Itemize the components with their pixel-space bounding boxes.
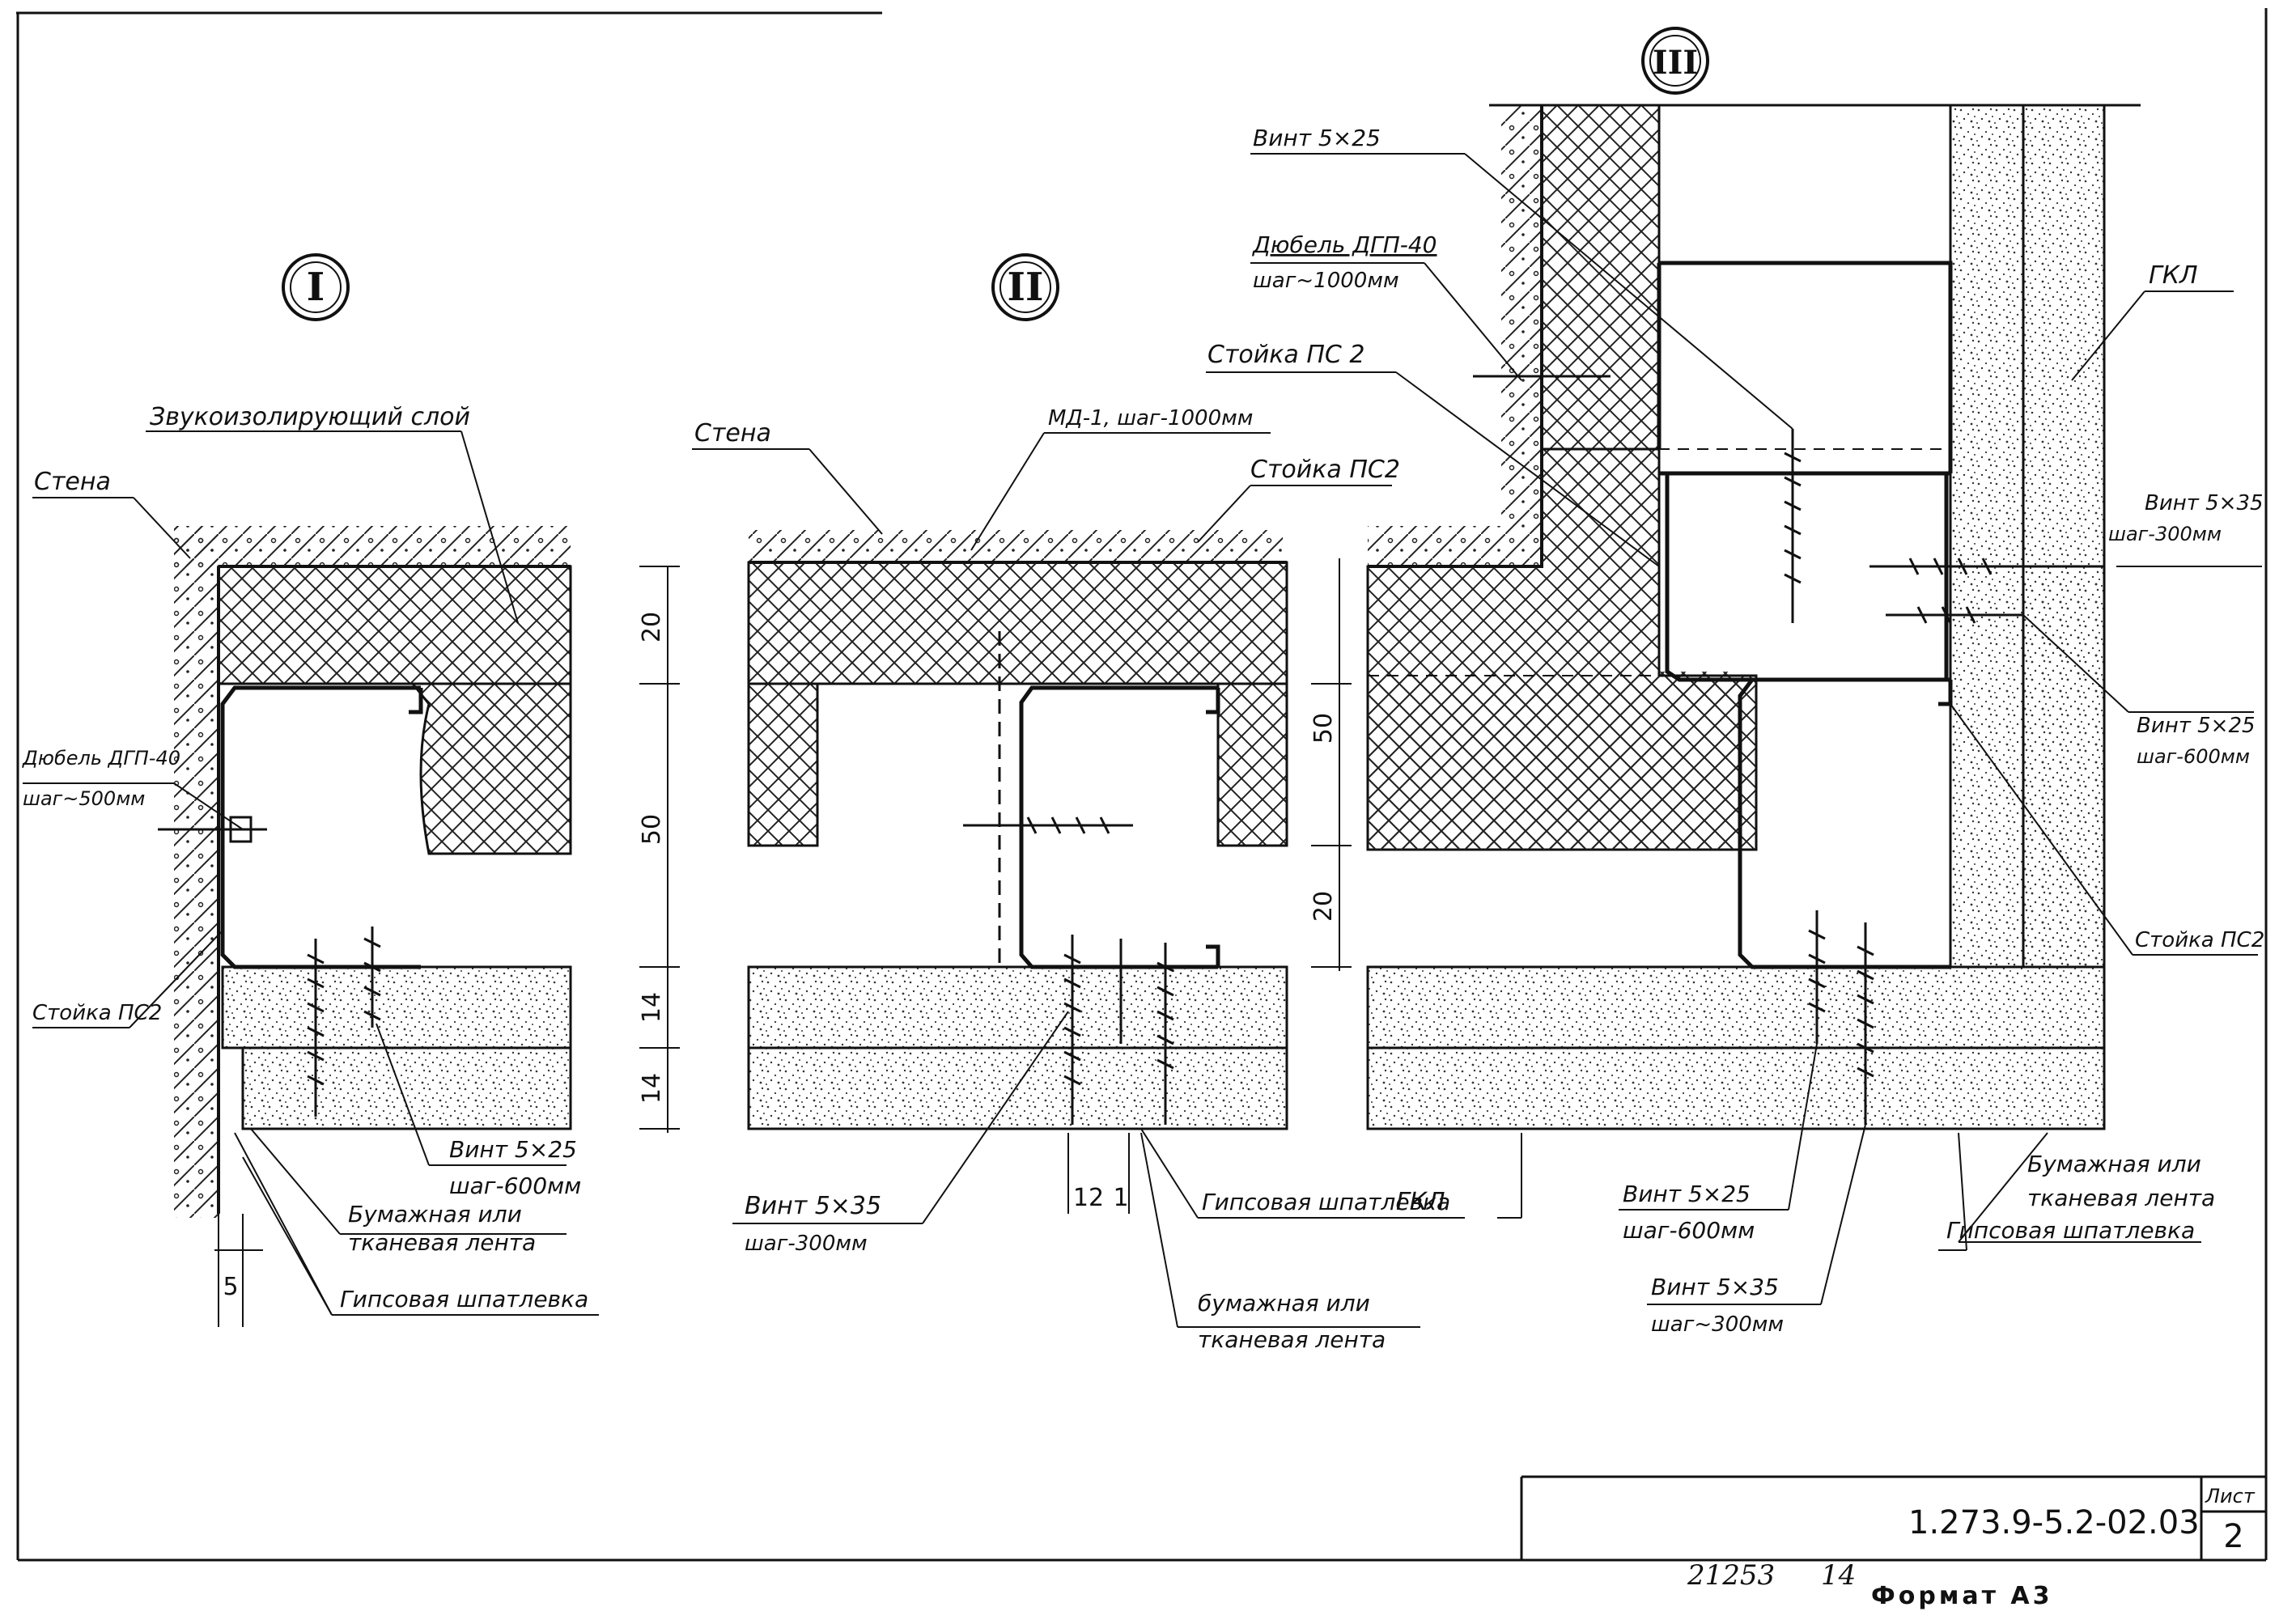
label-tape-1-a: Бумажная или — [348, 1201, 522, 1228]
screw-2a — [1063, 935, 1081, 1125]
board-3-vertical-a — [1949, 104, 2025, 969]
dim-1-50: 50 — [638, 814, 666, 845]
label-wall-1: Стена — [34, 468, 111, 496]
label-screw25-3-a: Винт 5×25 — [2137, 714, 2256, 738]
label-tape-2-b: тканевая лента — [1198, 1326, 1386, 1353]
label-screw-1-b: шаг-600мм — [449, 1172, 581, 1199]
screw-1b — [363, 926, 381, 1028]
label-screw35-3-b: шаг-300мм — [2108, 523, 2222, 545]
label-screw-2-b: шаг-300мм — [745, 1232, 868, 1256]
screw-2b — [1156, 943, 1174, 1125]
detail-3: III — [1206, 27, 2264, 1337]
label-tape-3-b: тканевая лента — [2027, 1185, 2215, 1211]
label-stud-1: Стойка ПС2 — [32, 1001, 162, 1025]
wall-hatch-3 — [1368, 105, 1542, 566]
screw-1a — [307, 939, 325, 1117]
label-dowel-1-b: шаг~500мм — [23, 787, 145, 810]
label-stud-3-top: Стойка ПС 2 — [1207, 341, 1364, 369]
format-label: Формат А3 — [1871, 1582, 2053, 1610]
label-tape-2-a: бумажная или — [1198, 1290, 1370, 1317]
dim-2-50: 50 — [1309, 713, 1338, 744]
insulation-1 — [217, 565, 572, 685]
stud-profile-3-top — [1657, 261, 1953, 682]
sheet-label: Лист — [2205, 1485, 2256, 1507]
detail-1-numeral: I — [307, 265, 325, 310]
detail-3-marker — [1641, 27, 1709, 95]
stud-profile-2 — [1019, 685, 1220, 969]
dim-1-14b: 14 — [638, 1073, 666, 1104]
stud-profile-1 — [220, 685, 423, 969]
label-tape-3-a: Бумажная или — [2027, 1151, 2201, 1177]
label-screw25-3-b: шаг-600мм — [2137, 745, 2250, 768]
label-screw35b-3-b: шаг~300мм — [1651, 1312, 1784, 1337]
detail-3-numeral: III — [1653, 44, 1698, 82]
label-dowel-1-a: Дюбель ДГП-40 — [22, 747, 180, 770]
sheet-frame — [16, 8, 2268, 1562]
document-code: 1.273.9-5.2-02.03 — [1908, 1504, 2200, 1541]
board-3b — [1366, 1046, 2106, 1130]
label-screw35b-3-a: Винт 5×35 — [1651, 1274, 1779, 1300]
screw-2-horizontal — [963, 816, 1133, 834]
wall-hatch-2 — [749, 530, 1283, 562]
detail-2: II 50 20 — [692, 253, 1465, 1353]
label-screw-3-top: Винт 5×25 — [1253, 125, 1381, 151]
screw-3-horizontal-b — [1886, 606, 2023, 624]
detail-2-numeral: II — [1008, 265, 1044, 310]
label-gkl-3-bottom: ГКЛ — [1396, 1188, 1445, 1216]
label-screw-2-a: Винт 5×35 — [745, 1192, 881, 1220]
label-stud-2: Стойка ПС2 — [1250, 456, 1400, 484]
wall-hatch-1 — [174, 526, 219, 1218]
dim-chain-2 — [1067, 558, 1352, 1214]
label-sound-layer: Звукоизолирующий слой — [150, 403, 470, 431]
screw-3a — [1808, 910, 1826, 1044]
dim-1-20: 20 — [638, 612, 666, 642]
screw-3-vertical — [1784, 429, 1802, 623]
label-dowel-3-b: шаг~1000мм — [1253, 269, 1399, 293]
board-2b — [747, 1046, 1288, 1130]
label-screw25b-3-b: шаг-600мм — [1623, 1217, 1755, 1244]
board-1a — [221, 965, 572, 1049]
screw-3-horizontal-a — [1869, 558, 2104, 575]
label-wall-2: Стена — [694, 419, 771, 447]
leaders-3 — [1206, 153, 2262, 1305]
label-gkl-3-top: ГКЛ — [2149, 261, 2198, 290]
dim-chain-1 — [214, 566, 680, 1327]
label-screw-1-a: Винт 5×25 — [449, 1136, 577, 1163]
label-dowel-3-a: Дюбель ДГП-40 — [1251, 231, 1437, 258]
dim-2-20: 20 — [1309, 891, 1338, 922]
label-putty-1: Гипсовая шпатлевка — [340, 1286, 588, 1312]
sheet-number: 2 — [2223, 1518, 2243, 1555]
dim-2-1: 1 — [1113, 1184, 1128, 1212]
handwritten-number-1: 21253 — [1687, 1559, 1775, 1592]
detail-2-marker — [991, 253, 1059, 321]
label-putty-2: Гипсовая шпатлевка — [1202, 1189, 1450, 1215]
detail-1: I — [22, 253, 680, 1327]
dim-2-12: 12 — [1073, 1184, 1104, 1212]
label-putty-3: Гипсовая шпатлевка — [1946, 1217, 2195, 1244]
leaders-1 — [23, 430, 599, 1316]
handwritten-number-2: 14 — [1821, 1559, 1856, 1592]
detail-1-marker — [282, 253, 350, 321]
board-2a — [747, 965, 1288, 1049]
dowel-1 — [158, 816, 267, 843]
label-tape-1-b: тканевая лента — [348, 1229, 536, 1256]
label-md-2: МД-1, шаг-1000мм — [1048, 406, 1253, 430]
title-block — [1520, 1475, 2266, 1560]
dim-1-5: 5 — [223, 1273, 238, 1301]
stud-profile-3-bottom — [1738, 677, 1953, 969]
dim-1-14a: 14 — [638, 992, 666, 1023]
screw-3b — [1857, 922, 1874, 1125]
insulation-2 — [747, 561, 1288, 685]
label-screw25b-3-a: Винт 5×25 — [1623, 1181, 1751, 1207]
board-1b — [241, 1046, 572, 1130]
label-screw35-3-a: Винт 5×35 — [2145, 491, 2264, 515]
leaders-2 — [692, 432, 1465, 1328]
board-3a — [1366, 965, 2106, 1049]
label-stud-3-right: Стойка ПС2 — [2135, 928, 2264, 952]
